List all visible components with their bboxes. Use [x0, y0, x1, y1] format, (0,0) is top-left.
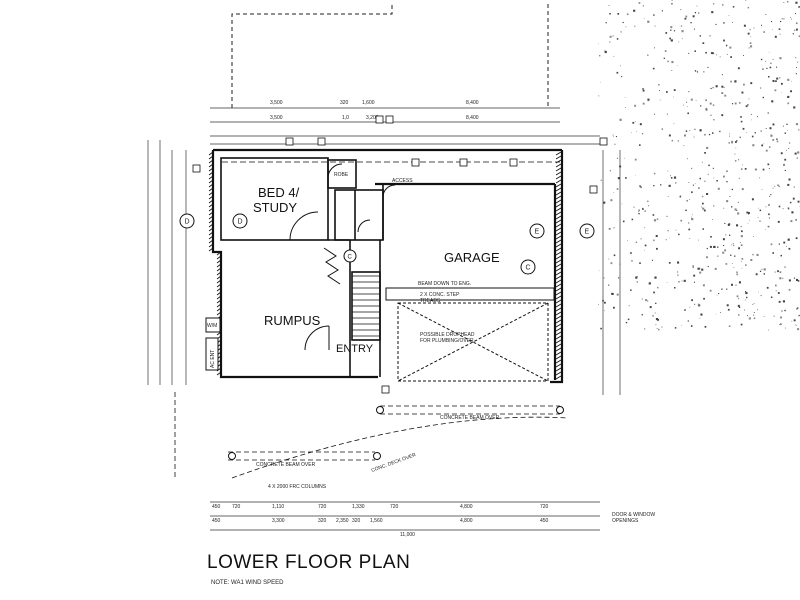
label-possible-1: POSSIBLE DROPHEAD [420, 332, 475, 338]
wm-box [205, 317, 221, 333]
section-marker-d-left: D [179, 213, 195, 229]
column-4 [556, 406, 564, 414]
plan-note: NOTE: WA1 WIND SPEED [211, 580, 284, 586]
section-marker-d-right: D [232, 213, 248, 229]
top-dimension-lines [210, 107, 600, 145]
door-swings [289, 163, 396, 351]
label-possible-2: FOR PLUMBING/OVER [420, 338, 474, 344]
garage-step-outline [397, 302, 549, 382]
section-marker-e-outer: E [579, 223, 595, 239]
bottom-dim-row2: 4,800 [460, 518, 473, 524]
svg-text:C: C [526, 265, 531, 272]
label-frc-columns: 4 X 2000 FRC COLUMNS [268, 484, 327, 490]
svg-text:C: C [348, 255, 353, 261]
acent-box [205, 337, 219, 371]
scan-noise [598, 0, 800, 331]
svg-text:D: D [238, 219, 243, 226]
label-wm: W/M [207, 323, 217, 329]
wall-hatching [208, 151, 562, 380]
bottom-dim-row2: 320 [352, 518, 361, 524]
bottom-dim-row1: 4,800 [460, 504, 473, 510]
section-marker-e-inner: E [529, 223, 545, 239]
bottom-dim-row1: 1,110 [272, 504, 284, 510]
left-dimension-lines [147, 140, 187, 385]
room-label-garage: GARAGE [444, 250, 500, 265]
right-dimension-lines [602, 150, 621, 395]
bottom-dim-row2: 3,300 [272, 518, 285, 524]
top-dim-1c: 1,600 [362, 100, 375, 106]
svg-text:E: E [585, 229, 590, 236]
column-2 [373, 452, 381, 460]
front-beam-lines [174, 392, 569, 480]
top-dim-1a: 3,500 [270, 100, 283, 106]
bottom-dim-row1: 1,330 [352, 504, 365, 510]
bottom-dim-row2: 450 [540, 518, 549, 524]
bottom-dim-row2: 2,350 [336, 518, 349, 524]
section-marker-c-stair: C [343, 249, 357, 263]
label-beam-down: BEAM DOWN TO ENG. [418, 281, 471, 287]
room-label-study: STUDY [253, 200, 297, 215]
label-robe: ROBE [334, 172, 349, 178]
bottom-dim-row1: 720 [540, 504, 549, 510]
upper-floor-outline [231, 2, 549, 108]
svg-text:D: D [185, 219, 190, 226]
label-conc-beam-1: CONCRETE BEAM OVER [440, 415, 500, 421]
label-conc-deck: CONC. DECK OVER [371, 452, 418, 474]
window-markers [192, 115, 608, 394]
top-dim-2d: 8,400 [466, 115, 479, 121]
top-dim-1b: 320 [340, 100, 349, 106]
stair-break-line [323, 247, 341, 285]
bottom-dim-row1: 720 [318, 504, 327, 510]
bottom-dimension-lines [210, 501, 600, 531]
room-label-rumpus: RUMPUS [264, 313, 321, 328]
top-dim-2a: 3,500 [270, 115, 283, 121]
label-conc-beam-2: CONCRETE BEAM OVER [256, 462, 316, 468]
label-door-window-2: OPENINGS [612, 518, 639, 524]
label-conc-step-2: TREADS [420, 298, 441, 304]
column-3 [376, 406, 384, 414]
bottom-dim-row1: 720 [390, 504, 399, 510]
bottom-dim-row1: 720 [232, 504, 241, 510]
bottom-dim-row2: 450 [212, 518, 221, 524]
column-1 [228, 452, 236, 460]
label-conc-step-1: 2 X CONC. STEP [420, 292, 460, 298]
svg-text:E: E [535, 229, 540, 236]
bottom-dim-row1: 450 [212, 504, 221, 510]
stair-treads [352, 275, 380, 337]
bottom-dim-total: 11,000 [400, 532, 415, 538]
top-dim-1d: 8,400 [466, 100, 479, 106]
label-acent: AC ENT [210, 350, 216, 368]
label-door-window-1: DOOR & WINDOW [612, 512, 655, 518]
section-marker-c-garage: C [520, 259, 536, 275]
room-label-bed: BED 4/ [258, 185, 300, 200]
label-access: ACCESS [392, 178, 413, 184]
garage-step [385, 287, 555, 301]
bottom-dim-row2: 1,560 [370, 518, 383, 524]
top-dim-2c: 3,200 [366, 115, 379, 121]
plan-title: LOWER FLOOR PLAN [207, 552, 411, 573]
top-dim-2b: 1,0 [342, 115, 349, 121]
bottom-dim-row2: 320 [318, 518, 327, 524]
room-label-entry: ENTRY [336, 343, 374, 355]
